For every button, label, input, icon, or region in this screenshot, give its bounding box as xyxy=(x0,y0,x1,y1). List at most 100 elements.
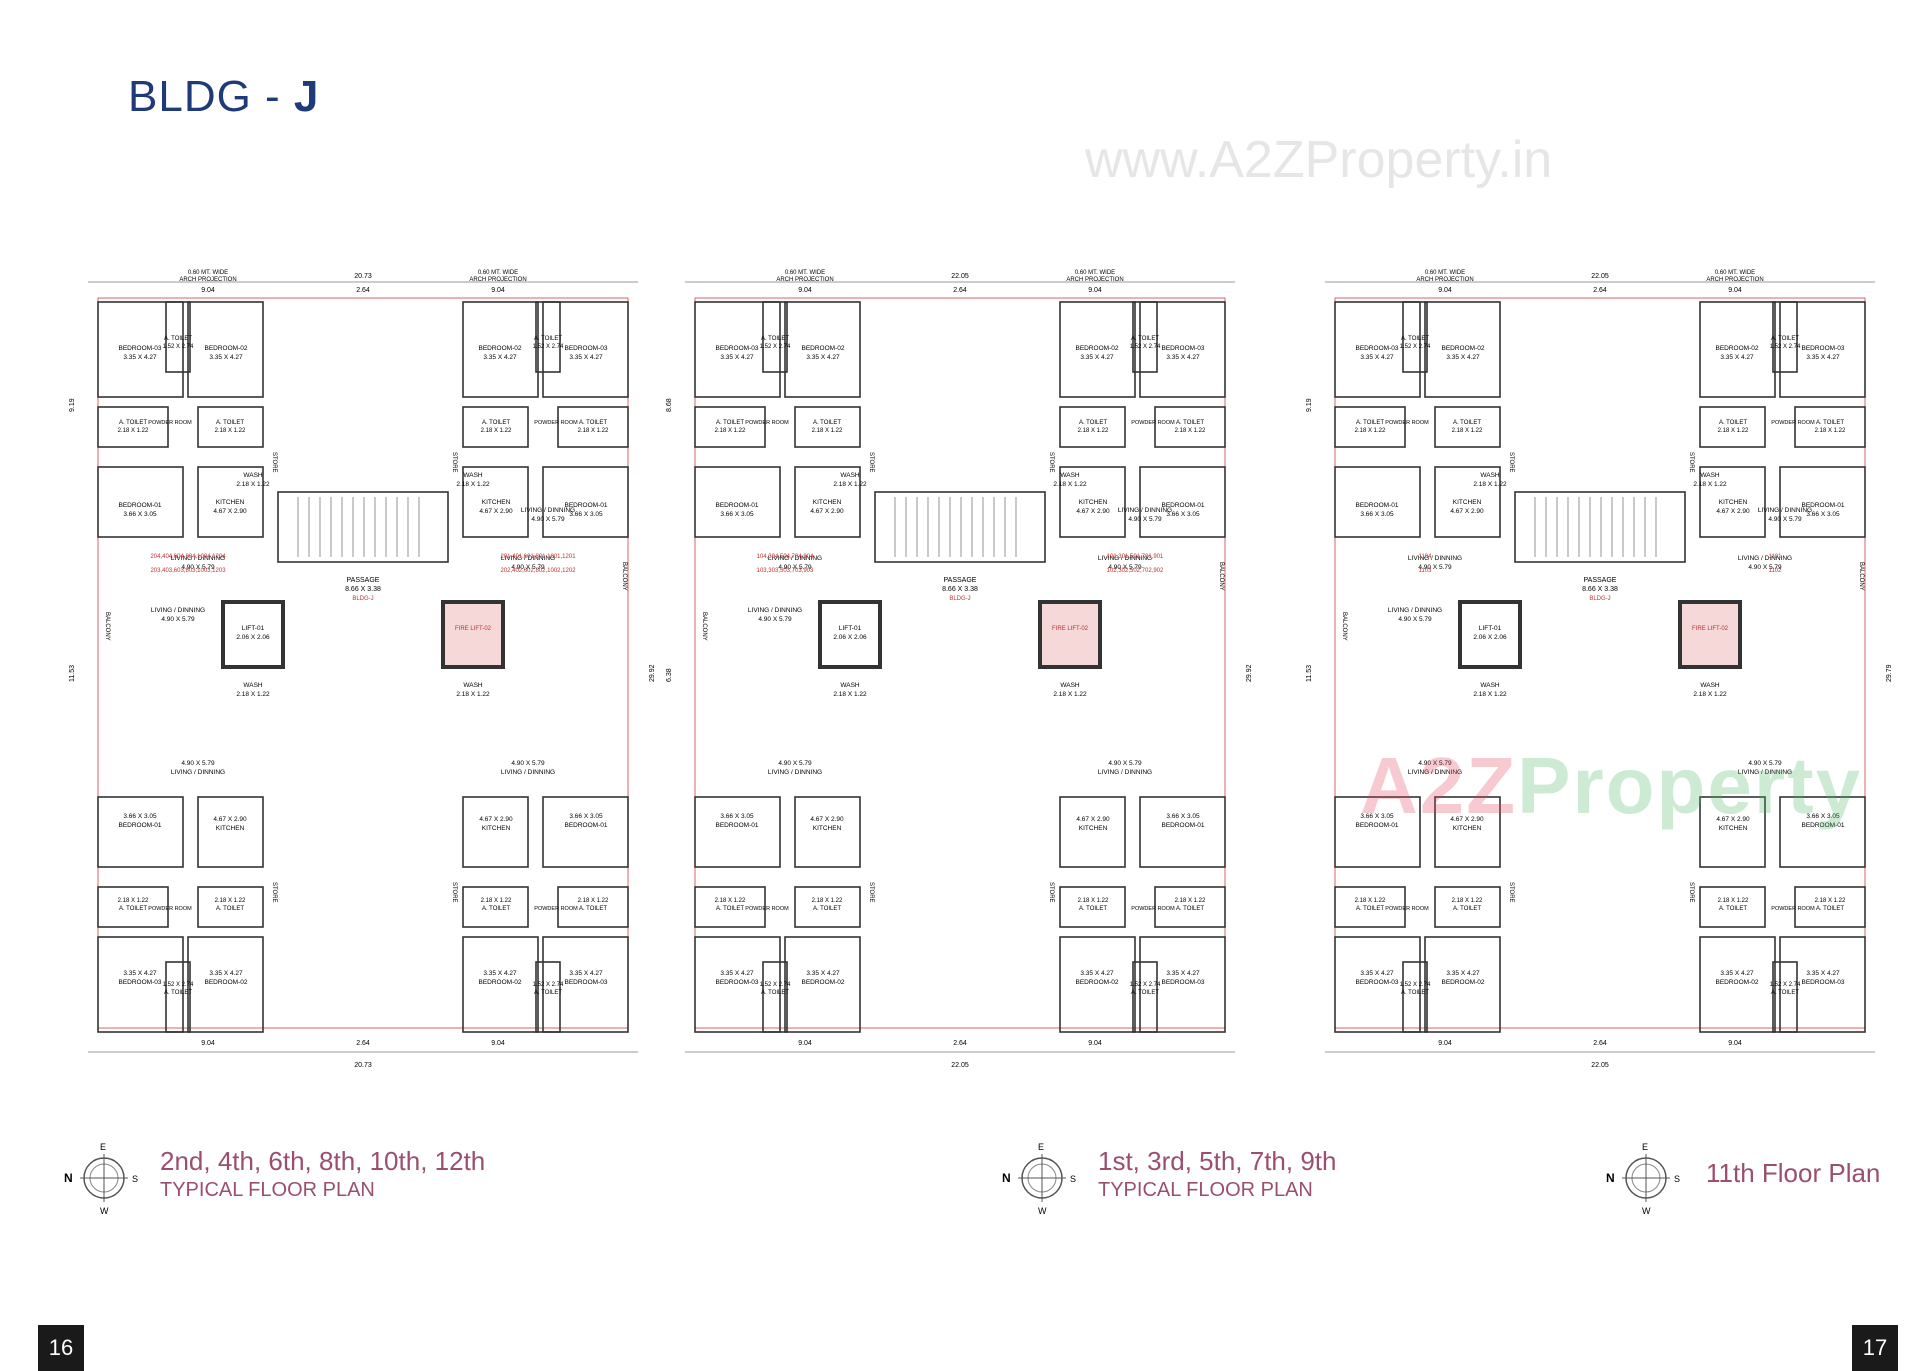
plan-label: BEDROOM-03 xyxy=(1162,345,1205,352)
plan-label: 22.05 xyxy=(951,273,969,280)
plan-label: A. TOILET xyxy=(1131,336,1159,342)
plan-label: 103,303,503,703,903 xyxy=(757,568,814,574)
plan-label: STORE xyxy=(451,452,457,473)
website-watermark: www.A2ZProperty.in xyxy=(1085,131,1553,189)
wall xyxy=(794,796,861,868)
plan-label: WASH xyxy=(243,472,263,479)
plan-label: LIVING / DINNING xyxy=(1098,769,1152,776)
plan-label: 3.66 X 3.05 xyxy=(123,511,157,518)
plan-label: 2.18 X 1.22 xyxy=(118,428,149,434)
plan-label: 2.18 X 1.22 xyxy=(833,481,867,488)
plan-label: BEDROOM-01 xyxy=(1162,822,1205,829)
plan-label: A. TOILET xyxy=(164,990,192,996)
plan-label: A. TOILET xyxy=(813,906,841,912)
plan-label: POWDER ROOM xyxy=(1771,420,1815,426)
plan-label: A. TOILET xyxy=(1719,420,1747,426)
plan-label: BEDROOM-02 xyxy=(1716,345,1759,352)
plan-label: 2.18 X 1.22 xyxy=(481,898,512,904)
wall xyxy=(762,961,788,1033)
wall xyxy=(1779,301,1866,398)
wall xyxy=(462,936,539,1033)
plan-label: 2.18 X 1.22 xyxy=(715,428,746,434)
plan-label: LIVING / DINNING xyxy=(748,607,802,614)
plan-label: POWDER ROOM xyxy=(1385,420,1429,426)
plan-label: BEDROOM-03 xyxy=(716,979,759,986)
plan-label: 4.90 X 5.79 xyxy=(531,516,565,523)
wall xyxy=(1059,466,1126,538)
plan-label: 0.60 MT. WIDE xyxy=(785,270,825,276)
plan-label: 2.18 X 1.22 xyxy=(715,898,746,904)
plan-label: 2.18 X 1.22 xyxy=(118,898,149,904)
wall xyxy=(1699,406,1766,448)
plan-label: 1.52 X 2.74 xyxy=(1130,982,1161,988)
plan-label: 2.18 X 1.22 xyxy=(456,481,490,488)
plan-label: BEDROOM-01 xyxy=(565,502,608,509)
plan-label: 0.60 MT. WIDE xyxy=(478,270,518,276)
plan-label: 2.18 X 1.22 xyxy=(1078,428,1109,434)
plan-label: 29.92 xyxy=(649,664,656,682)
plan-label: WASH xyxy=(463,682,483,689)
wall xyxy=(1434,796,1501,868)
plan-label: 202,402,602,802,1002,1202 xyxy=(500,568,576,574)
plan-label: WASH xyxy=(1700,682,1720,689)
plan-label: BEDROOM-01 xyxy=(565,822,608,829)
plan-label: BEDROOM-02 xyxy=(205,345,248,352)
svg-text:E: E xyxy=(100,1142,106,1152)
plan-label: A. TOILET xyxy=(1401,990,1429,996)
plan-label: BEDROOM-02 xyxy=(1716,979,1759,986)
wall xyxy=(1059,301,1136,398)
plan-label: 4.90 X 5.79 xyxy=(511,760,545,767)
plan-label: 3.66 X 3.05 xyxy=(1166,813,1200,820)
plan-label: 3.35 X 4.27 xyxy=(1806,354,1840,361)
plan-label: 1.52 X 2.74 xyxy=(1400,982,1431,988)
plan-label: 201,401,601,801,1001,1201 xyxy=(500,554,576,560)
plan-label: 3.35 X 4.27 xyxy=(1360,354,1394,361)
plan-label: 1.52 X 2.74 xyxy=(533,344,564,350)
plan-label: LIVING / DINNING xyxy=(521,507,575,514)
wall xyxy=(462,301,539,398)
plan-label: BLDG-J xyxy=(1589,596,1610,602)
plan-label: 4.67 X 2.90 xyxy=(213,508,247,515)
plan-label: 4.90 X 5.79 xyxy=(181,760,215,767)
plan-label: 9.04 xyxy=(491,1040,505,1047)
plan-label: BLDG-J xyxy=(352,596,373,602)
plan-label: WASH xyxy=(1480,472,1500,479)
plan-label: POWDER ROOM xyxy=(745,906,789,912)
wall xyxy=(1334,406,1406,448)
wall xyxy=(542,936,629,1033)
wall xyxy=(97,466,184,538)
wall xyxy=(542,466,629,538)
plan-label: STORE xyxy=(1048,452,1054,473)
plan-label: KITCHEN xyxy=(1719,499,1748,506)
plan-label: STORE xyxy=(271,882,277,903)
plan-label: LIVING / DINNING xyxy=(171,769,225,776)
plan-label: A. TOILET xyxy=(1356,420,1384,426)
wall xyxy=(97,406,169,448)
plan-label: 3.35 X 4.27 xyxy=(209,354,243,361)
plan-label: POWDER ROOM xyxy=(1385,906,1429,912)
wall xyxy=(1059,796,1126,868)
plan-label: 2.18 X 1.22 xyxy=(481,428,512,434)
plan-label: 1103 xyxy=(1419,568,1433,574)
wall xyxy=(1772,301,1798,373)
wall xyxy=(1334,796,1421,868)
plan-label: LIVING / DINNING xyxy=(1388,607,1442,614)
plan-label: WASH xyxy=(463,472,483,479)
plan-label: 3.35 X 4.27 xyxy=(1446,970,1480,977)
plan-label: 2.18 X 1.22 xyxy=(1452,898,1483,904)
plan-label: A. TOILET xyxy=(1079,906,1107,912)
plan-label: PASSAGE xyxy=(1584,577,1617,584)
plan-label: LIVING / DINNING xyxy=(1408,769,1462,776)
plan-label: ARCH PROJECTION xyxy=(469,277,526,283)
fire-lift xyxy=(1038,600,1102,669)
plan-label: BEDROOM-01 xyxy=(716,502,759,509)
plan-label: BALCONY xyxy=(104,612,110,641)
plan-label: KITCHEN xyxy=(216,825,245,832)
plan-label: 8.66 X 3.38 xyxy=(345,586,381,593)
plan-label: KITCHEN xyxy=(813,825,842,832)
plan-label: 4.67 X 2.90 xyxy=(1450,508,1484,515)
plan-label: A. TOILET xyxy=(716,906,744,912)
plan-label: A. TOILET xyxy=(1816,906,1844,912)
wall xyxy=(1699,796,1766,868)
wall xyxy=(1334,466,1421,538)
